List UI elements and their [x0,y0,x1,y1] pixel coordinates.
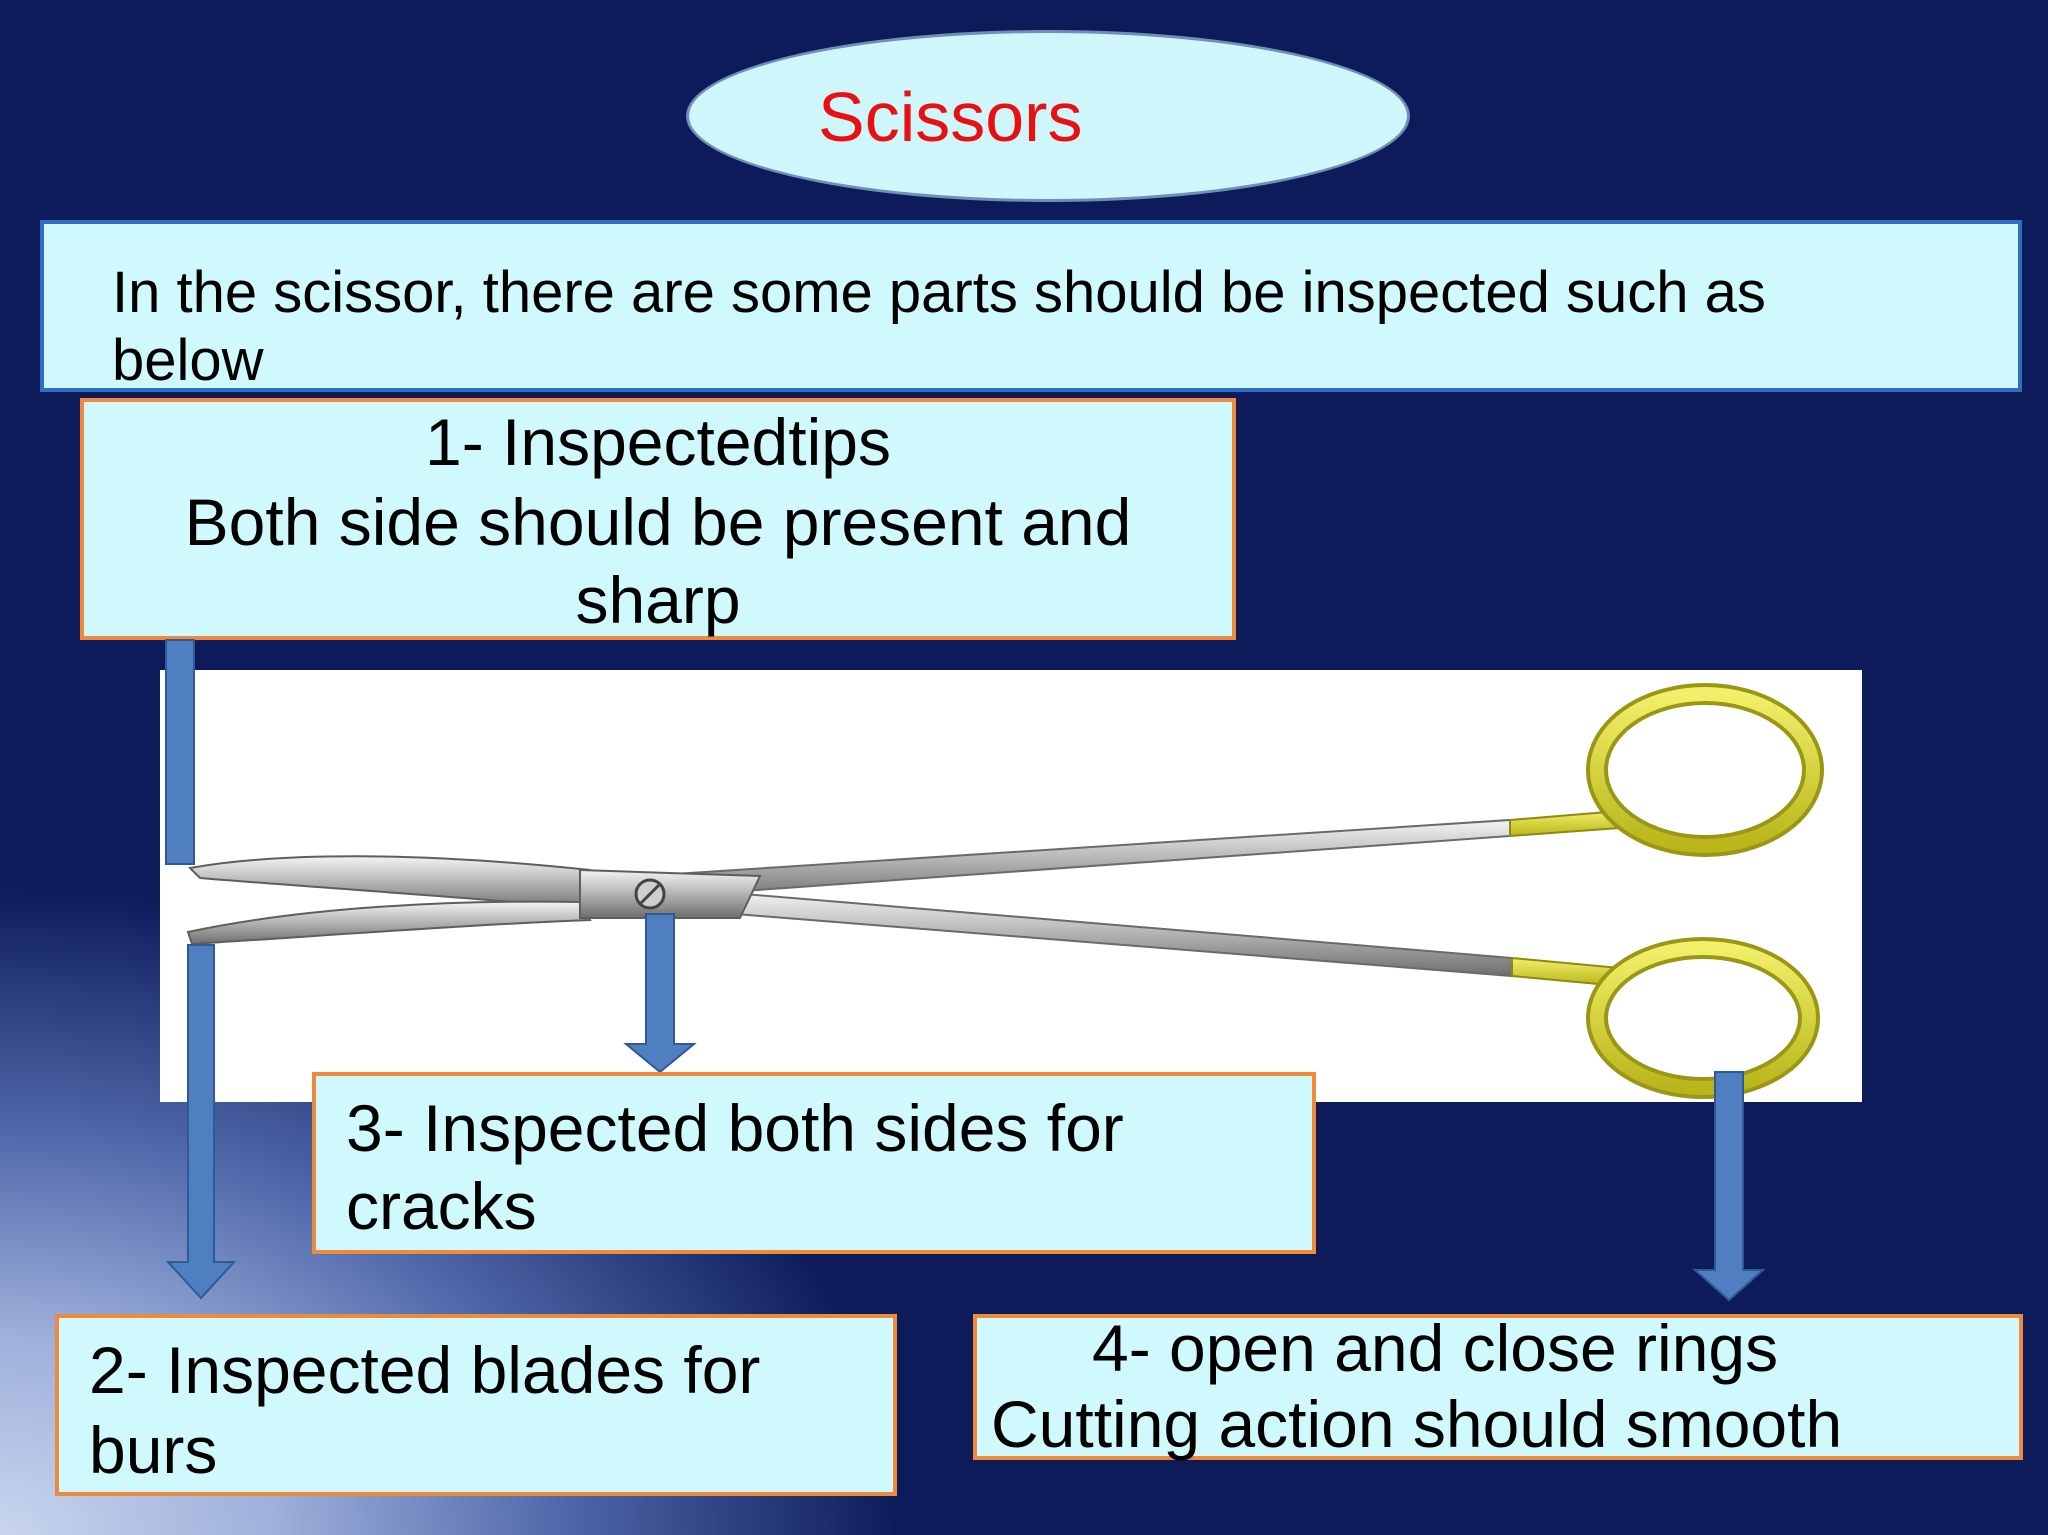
down-arrow-icon-cracks [623,913,697,1074]
title-oval [686,30,1410,202]
intro-box: In the scissor, there are some parts sho… [40,220,2022,393]
step-3-box: 3- Inspected both sides for cracks [312,1072,1316,1254]
scissors-illustration [186,683,1824,1099]
step-1-detail-line-1: Both side should be present and [184,485,1132,559]
step-2-line-1: 2- Inspected blades for [89,1333,761,1407]
connector-bar-tips [165,639,195,865]
step-1-box: 1- Inspectedtips Both side should be pre… [80,398,1236,640]
lower-finger-ring-highlight [1590,941,1816,1095]
step-4-line-1: 4- open and close rings [1092,1311,1779,1385]
scissors-image-panel [160,670,1862,1102]
down-arrow-icon-rings [1692,1071,1766,1302]
intro-line-2: below [112,328,264,393]
intro-line-1: In the scissor, there are some parts sho… [112,260,1766,325]
step-4-line-2: Cutting action should smooth [991,1387,1843,1461]
step-3-line-2: cracks [346,1169,537,1243]
scissor-joint [579,868,762,919]
page-title: Scissors [818,78,1083,156]
lower-blade [186,900,592,946]
step-1-title: 1- Inspectedtips [425,405,891,479]
joint-screw-slot [639,883,661,905]
down-arrow-icon-blades [165,944,237,1300]
upper-finger-ring-highlight [1590,687,1820,853]
step-4-box: 4- open and close rings Cutting action s… [973,1311,2023,1461]
step-2-box: 2- Inspected blades for burs [55,1314,897,1496]
step-1-detail-line-2: sharp [575,563,741,637]
step-3-line-1: 3- Inspected both sides for [346,1091,1124,1165]
step-2-line-2: burs [89,1413,218,1487]
